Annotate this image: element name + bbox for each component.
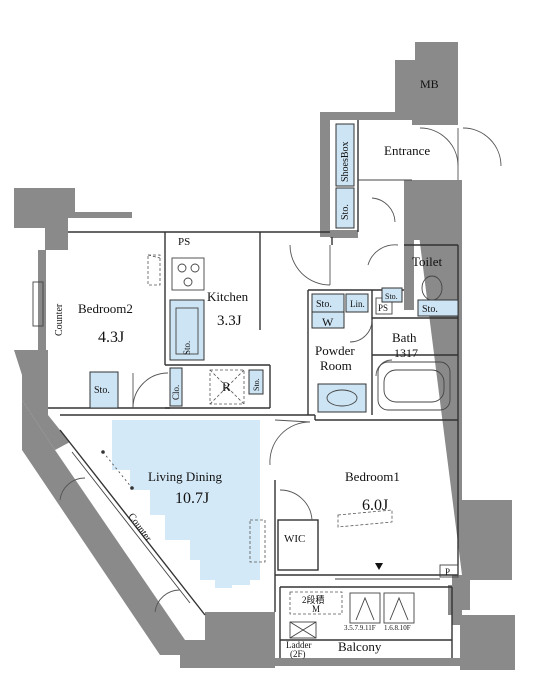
label-mb: MB (420, 77, 439, 91)
label-ladder: Ladder (286, 640, 311, 650)
label-living-dining: Living Dining (148, 469, 223, 484)
label-powder-room-2: Room (320, 358, 352, 373)
label-bedroom2: Bedroom2 (78, 301, 133, 316)
label-entrance: Entrance (384, 143, 430, 158)
label-shoes-box: ShoesBox (340, 141, 351, 182)
label-kitchen: Kitchen (207, 289, 249, 304)
label-ladder-floor: (2F) (290, 649, 306, 659)
interior-lines (32, 120, 459, 658)
label-bedroom1: Bedroom1 (345, 469, 400, 484)
label-sto-kitchen: Sto. (182, 341, 192, 355)
label-r: R (222, 379, 231, 394)
labels: MB Entrance ShoesBox Sto. PS Toilet Kitc… (54, 77, 450, 659)
label-sto-powder: Sto. (316, 299, 332, 310)
label-bath-size: 1317 (394, 346, 418, 360)
label-kitchen-size: 3.3J (217, 313, 242, 329)
label-counter-diagonal: Counter (126, 511, 154, 544)
doors (59, 127, 502, 613)
label-sto-kitchen-right: Sto. (252, 378, 261, 391)
label-bath: Bath (392, 330, 417, 345)
label-powder-room-1: Powder (315, 343, 355, 358)
living-dining-highlight (112, 420, 260, 588)
label-p: P (445, 567, 450, 577)
label-toilet: Toilet (412, 254, 443, 269)
label-wic: WIC (284, 533, 305, 545)
label-lin: Lin. (350, 299, 365, 309)
label-floors-b: 1.6.8.10F (384, 624, 411, 632)
label-m: M (312, 604, 320, 614)
label-sto-toilet-right: Sto. (422, 304, 438, 315)
label-bedroom1-size: 6.0J (362, 497, 388, 514)
label-sto-bedroom2: Sto. (94, 385, 110, 396)
label-living-dining-size: 10.7J (175, 490, 209, 507)
label-ps-small: PS (378, 303, 388, 313)
label-counter-left: Counter (54, 303, 65, 336)
label-sto-entrance: Sto. (340, 204, 351, 220)
label-floors-a: 3.5.7.9.11F (344, 624, 376, 632)
label-sto-toilet: Sto. (385, 292, 398, 301)
label-ps-top: PS (178, 236, 190, 248)
label-balcony: Balcony (338, 639, 382, 654)
label-clo: Clo. (171, 385, 181, 400)
label-bedroom2-size: 4.3J (98, 329, 124, 346)
label-w: W (322, 315, 334, 329)
label-two-step: 2段積 (302, 594, 325, 605)
